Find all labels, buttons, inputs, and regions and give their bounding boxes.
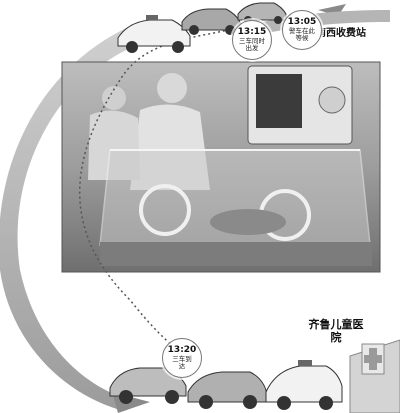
event-badge-1305: 13:05 警车在此等候 (282, 10, 322, 50)
hospital-building (349, 339, 400, 413)
car-bottom-1 (109, 367, 187, 404)
police-car-bottom (265, 360, 343, 410)
car-bottom-2 (187, 371, 267, 409)
hospital-label: 齐鲁儿童医院 (308, 318, 364, 345)
event-time: 13:20 (167, 345, 197, 356)
event-desc: 三车同时出发 (239, 37, 265, 52)
baby (210, 209, 286, 235)
event-desc: 三车到达 (172, 355, 192, 370)
nurse2-head (102, 86, 126, 110)
car-top-2 (181, 8, 241, 35)
event-desc: 警车在此等候 (289, 27, 315, 42)
nurse-head (157, 73, 187, 103)
toll-station-label: 济南西收费站 (306, 28, 366, 39)
police-car-top (117, 15, 191, 53)
route-arc (0, 22, 150, 410)
event-badge-1315: 13:15 三车同时出发 (232, 20, 272, 60)
event-badge-1320: 13:20 三车到达 (162, 338, 202, 378)
event-time: 13:15 (237, 27, 267, 38)
porthole-left (139, 184, 191, 236)
incubator-photo (61, 61, 381, 273)
event-time: 13:05 (287, 17, 317, 28)
